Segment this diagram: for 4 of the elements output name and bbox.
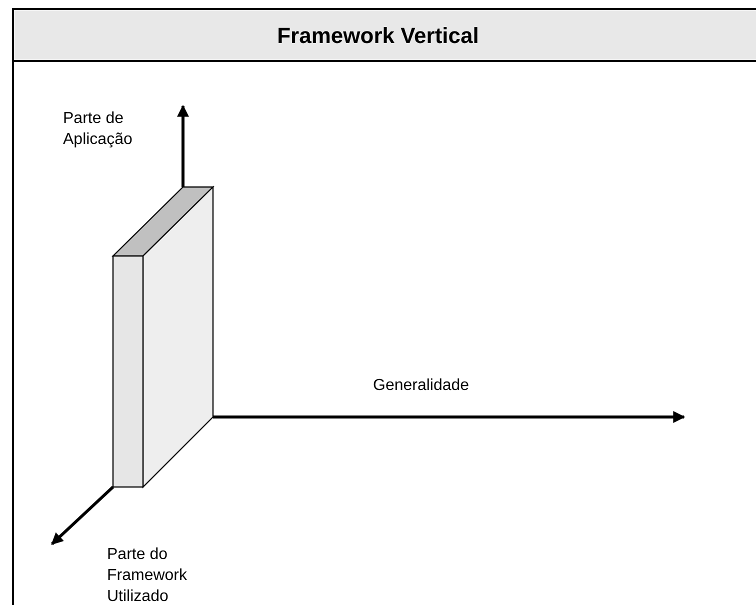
axis-label: Parte de Aplicação	[63, 109, 134, 150]
axis-label: Parte do Framework Utilizado	[107, 545, 188, 605]
axis-label: Generalidade	[373, 376, 470, 396]
title: Framework Vertical	[276, 23, 480, 49]
